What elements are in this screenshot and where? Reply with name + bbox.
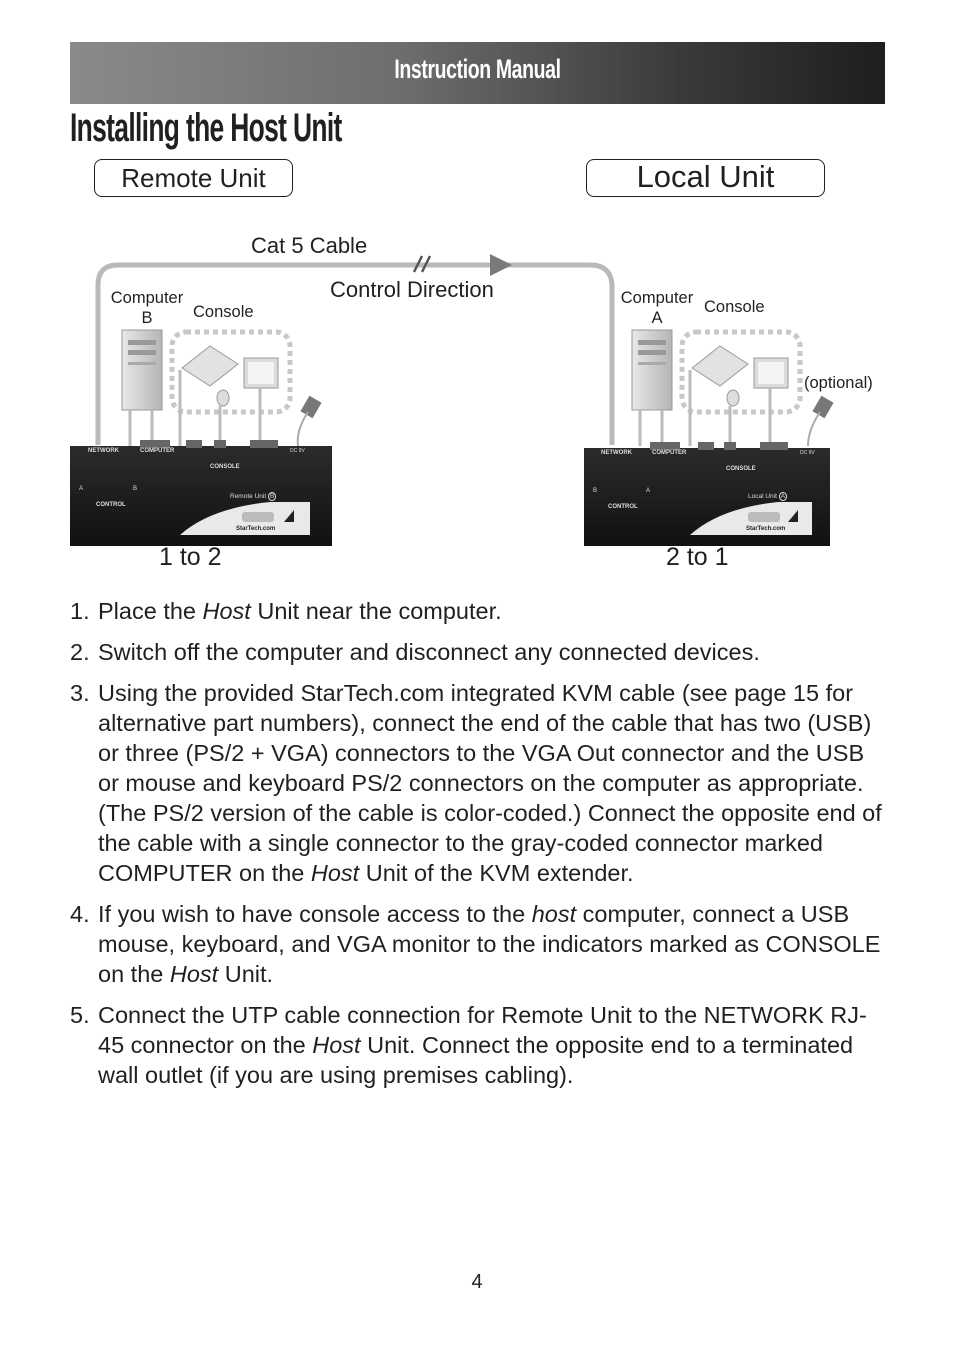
local-unit-box xyxy=(584,442,830,546)
instruction-step: 5. Connect the UTP cable connection for R… xyxy=(70,1000,890,1090)
header-bar: Instruction Manual xyxy=(70,42,885,104)
local-port-a: A xyxy=(646,488,651,494)
remote-port-a: A xyxy=(79,486,84,492)
step-number: 4. xyxy=(70,901,90,927)
step-text: Switch off the computer and disconnect a… xyxy=(98,639,760,665)
step-number: 3. xyxy=(70,680,90,706)
remote-port-network: NETWORK xyxy=(88,448,119,454)
local-mouse-icon xyxy=(726,389,740,407)
remote-brand-logo: StarTech.com xyxy=(236,526,276,532)
cat5-cable xyxy=(95,254,615,445)
local-port-console: CONSOLE xyxy=(726,466,756,472)
remote-computer-label-line1: Computer xyxy=(110,289,184,307)
step-text: Unit. Connect the opposite end to a term… xyxy=(98,1032,854,1088)
remote-computer-label-line2: B xyxy=(141,309,153,327)
local-computer-label-line1: Computer xyxy=(620,289,694,307)
local-ratio-label: 2 to 1 xyxy=(666,543,729,571)
remote-port-console: CONSOLE xyxy=(210,464,240,470)
header-title: Instruction Manual xyxy=(394,54,561,84)
local-computer-icon xyxy=(631,329,673,411)
instruction-step: 3. Using the provided StarTech.com integr… xyxy=(70,678,890,888)
step-text: If you wish to have console access to th… xyxy=(98,901,532,927)
step-text: Using the provided StarTech.com integrat… xyxy=(98,680,882,886)
cable-label: Cat 5 Cable xyxy=(251,233,368,258)
remote-mouse-icon xyxy=(216,389,230,407)
local-box-name: Local Unit A xyxy=(748,492,788,501)
remote-box-name-text: Remote Unit xyxy=(230,493,267,500)
remote-console-label: Console xyxy=(193,303,254,321)
remote-unit-box xyxy=(70,440,332,546)
step-text: Unit near the computer. xyxy=(250,598,502,624)
page-title: Installing the Host Unit xyxy=(70,106,342,150)
instruction-step: 2. Switch off the computer and disconnect… xyxy=(70,637,890,667)
remote-ratio-label: 1 to 2 xyxy=(159,543,222,571)
step-emphasis: host xyxy=(531,901,577,927)
step-text: Unit of the KVM extender. xyxy=(359,860,634,886)
step-text: Unit. xyxy=(218,961,274,987)
instruction-step: 4. If you wish to have console access to … xyxy=(70,899,890,989)
step-text: Place the xyxy=(98,598,203,624)
connection-diagram: Remote Unit Local Unit Cat 5 Cable Contr… xyxy=(60,150,900,580)
step-emphasis: Host xyxy=(312,1032,361,1058)
remote-console-group-icon xyxy=(128,329,293,446)
remote-box-badge: B xyxy=(267,492,277,501)
local-console-label: Console xyxy=(704,298,765,316)
local-box-badge: A xyxy=(778,492,788,501)
optional-label: (optional) xyxy=(804,374,873,392)
local-computer-label-line2: A xyxy=(651,309,663,327)
local-port-network: NETWORK xyxy=(601,450,632,456)
diagram-artwork xyxy=(70,254,834,546)
local-power-label: DC 9V xyxy=(800,450,815,456)
local-console-group-icon xyxy=(638,329,803,446)
local-power-adapter-icon xyxy=(807,395,834,447)
instruction-steps: 1. Place the Host Unit near the computer.… xyxy=(70,596,890,1101)
step-number: 1. xyxy=(70,598,90,624)
direction-arrow-icon xyxy=(490,254,512,276)
step-emphasis: Host xyxy=(169,961,219,987)
page-number: 4 xyxy=(471,1271,483,1293)
remote-power-label: DC 9V xyxy=(290,448,305,454)
local-port-control: CONTROL xyxy=(608,504,638,510)
direction-label: Control Direction xyxy=(330,277,494,302)
remote-unit-label: Remote Unit xyxy=(94,159,293,197)
remote-computer-label: Computer B xyxy=(106,288,188,328)
remote-power-adapter-icon xyxy=(296,395,322,447)
local-port-computer: COMPUTER xyxy=(652,450,687,456)
local-unit-label: Local Unit xyxy=(586,159,825,197)
step-number: 2. xyxy=(70,639,90,665)
local-brand-logo: StarTech.com xyxy=(746,526,786,532)
remote-box-name: Remote Unit B xyxy=(230,492,277,501)
step-emphasis: Host xyxy=(202,598,251,624)
step-number: 5. xyxy=(70,1002,90,1028)
step-emphasis: Host xyxy=(310,860,360,886)
step-text: computer, connect a USB mouse, keyboard,… xyxy=(98,901,881,987)
remote-computer-icon xyxy=(121,329,163,411)
remote-port-computer: COMPUTER xyxy=(140,448,175,454)
remote-port-control: CONTROL xyxy=(96,502,126,508)
remote-port-b: B xyxy=(133,486,138,492)
local-box-name-text: Local Unit xyxy=(748,493,777,500)
step-text: Connect the UTP cable connection for Rem… xyxy=(98,1002,867,1058)
local-port-b: B xyxy=(593,488,598,494)
instruction-step: 1. Place the Host Unit near the computer. xyxy=(70,596,890,626)
local-computer-label: Computer A xyxy=(616,288,698,328)
